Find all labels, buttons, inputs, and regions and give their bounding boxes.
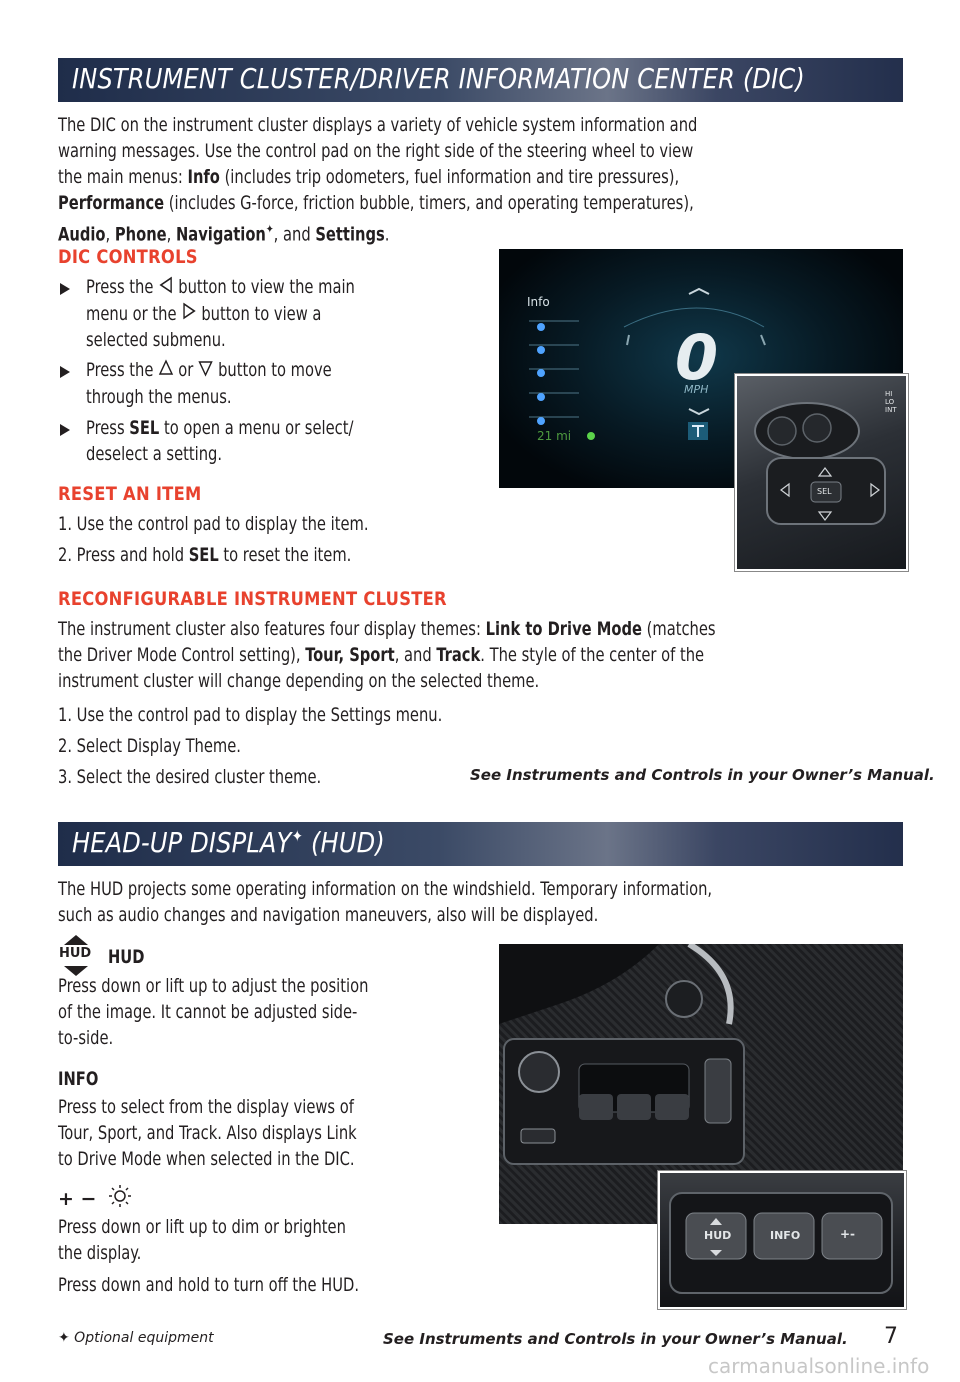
- info-description: Press to select from the display views o…: [58, 1096, 357, 1170]
- down-triangle-icon: [198, 358, 213, 384]
- pad-sel-label: SEL: [817, 487, 832, 496]
- hud-intro: The HUD projects some operating informat…: [58, 878, 713, 926]
- dic-control-item-2: Press the or button to move through the …: [86, 358, 332, 408]
- reset-steps: 1. Use the control pad to display the it…: [58, 511, 505, 568]
- photo-info-button-label: INFO: [770, 1229, 801, 1242]
- page-number: 7: [884, 1324, 898, 1349]
- hud-buttons-photo: HUD INFO +-: [658, 1171, 906, 1309]
- reconf-step: 1. Use the control pad to display the Se…: [58, 704, 443, 726]
- info-heading: INFO: [58, 1068, 99, 1090]
- dic-control-item-3: Press SEL to open a menu or select/ dese…: [86, 417, 354, 465]
- reconfigurable-text: The instrument cluster also features fou…: [58, 618, 716, 692]
- reconf-step: 2. Select Display Theme.: [58, 735, 241, 757]
- hud-button-icon: HUD: [58, 935, 94, 977]
- dic-manual-reference: See Instruments and Controls in your Own…: [470, 766, 935, 784]
- dic-control-item-1: Press the button to view the main menu o…: [86, 275, 355, 351]
- reconfigurable-steps: 1. Use the control pad to display the Se…: [58, 702, 574, 790]
- cluster-speed: 0: [675, 321, 719, 394]
- photo-hud-button-label: HUD: [704, 1229, 732, 1242]
- dic-intro-line: Audio, Phone, Navigation✦, and Settings.: [58, 222, 390, 246]
- dic-intro-line: Performance (includes G-force, friction …: [58, 192, 694, 214]
- hud-description: Press down or lift up to adjust the posi…: [58, 975, 369, 1049]
- dic-section-banner: INSTRUMENT CLUSTER/DRIVER INFORMATION CE…: [58, 58, 903, 102]
- brightness-icon: [108, 1184, 132, 1215]
- cluster-menu-title: Info: [527, 295, 550, 309]
- dic-controls-heading: DIC CONTROLS: [58, 246, 198, 268]
- reconf-step: 3. Select the desired cluster theme.: [58, 766, 322, 788]
- dim-description: Press down or lift up to dim or brighten…: [58, 1216, 359, 1296]
- hud-section-banner: HEAD-UP DISPLAY✦ (HUD): [58, 822, 903, 866]
- bullet-arrow-icon: [60, 283, 70, 295]
- dic-intro: The DIC on the instrument cluster displa…: [58, 112, 918, 247]
- dic-intro-line: The DIC on the instrument cluster displa…: [58, 114, 698, 136]
- reset-step: 1. Use the control pad to display the it…: [58, 513, 369, 535]
- reset-step: 2. Press and hold SEL to reset the item.: [58, 544, 352, 566]
- pad-side-labels: HI LO INT: [885, 390, 897, 414]
- cluster-speed-unit: MPH: [684, 383, 709, 396]
- dic-intro-line: warning messages. Use the control pad on…: [58, 140, 694, 162]
- optional-star-icon: ✦: [58, 1330, 70, 1346]
- watermark: carmanualsonline.info: [708, 1354, 930, 1378]
- steering-control-pad-photo: SEL HI LO INT: [735, 374, 908, 571]
- hud-heading: HUD: [108, 946, 145, 968]
- left-triangle-icon: [158, 275, 173, 301]
- hud-section-title: HEAD-UP DISPLAY✦ (HUD): [72, 826, 385, 859]
- right-triangle-icon: [181, 301, 196, 327]
- hud-manual-reference: See Instruments and Controls in your Own…: [383, 1330, 848, 1348]
- dic-intro-line: the main menus: Info (includes trip odom…: [58, 166, 680, 188]
- optional-equipment-note: ✦ Optional equipment: [58, 1330, 214, 1346]
- cluster-range: 21 mi: [537, 429, 572, 443]
- reset-heading: RESET AN ITEM: [58, 483, 202, 505]
- dim-heading: + −: [58, 1184, 132, 1215]
- reconfigurable-heading: RECONFIGURABLE INSTRUMENT CLUSTER: [58, 588, 447, 610]
- bullet-arrow-icon: [60, 366, 70, 378]
- dic-section-title: INSTRUMENT CLUSTER/DRIVER INFORMATION CE…: [72, 62, 805, 95]
- bullet-arrow-icon: [60, 424, 70, 436]
- instrument-cluster-photo: Info 0 MPH 21 mi: [499, 249, 903, 488]
- up-triangle-icon: [158, 358, 174, 384]
- photo-dim-button-label: +-: [840, 1227, 856, 1241]
